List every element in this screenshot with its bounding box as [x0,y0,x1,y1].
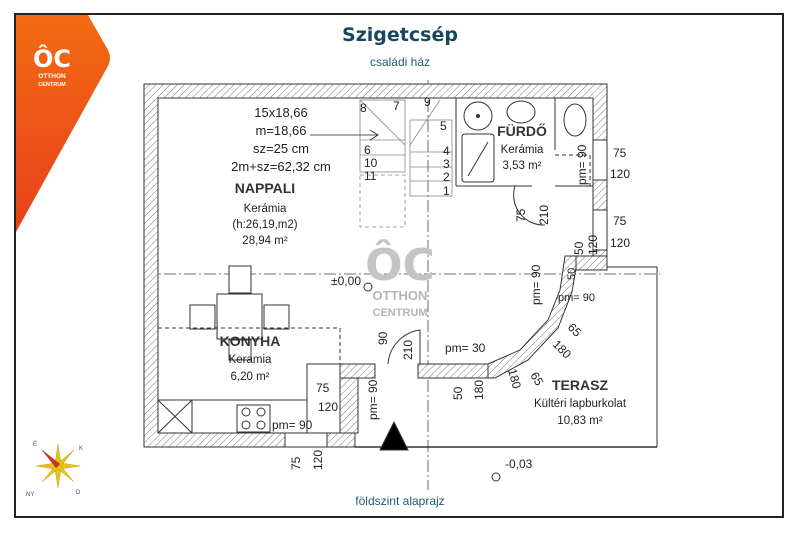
logo-line2: CENTRUM [38,82,66,88]
step-number: 4 [443,144,450,158]
page-title: Szigetcsép [342,24,458,46]
stair-spec-line: 15x18,66 [254,105,308,120]
room-label-terasz: TERASZ Kültéri lapburkolat 10,83 m² [534,377,627,427]
dimension-label: 65 [527,370,546,389]
level-marker-ground: ±0,00 [331,274,373,292]
dimension-label: 120 [311,450,325,470]
dimension-label: 75 [613,146,627,160]
furniture [157,100,591,451]
dimension-label: 65 [565,320,585,340]
dimension-label: 120 [318,400,338,414]
compass-north: É [33,441,37,448]
room-area: 10,83 m² [557,415,603,427]
room-name: NAPPALI [235,180,295,196]
stair-step-numbers: 1 2 3 4 5 6 7 8 9 10 11 [360,95,450,198]
dimension-label: 90 [376,331,390,345]
compass-rose-icon: É K D NY [26,441,83,498]
room-label-nappali: NAPPALI Kerámia (h:26,19,m2) 28,94 m² [232,180,297,247]
compass-west: NY [26,492,34,498]
dimension-label: 120 [610,167,630,181]
room-floor: Kerámia [501,144,544,156]
compass-south: D [76,490,81,496]
page-frame [14,13,784,518]
room-floor: Kerámia [244,203,287,215]
staircase [310,99,453,228]
watermark-line2: CENTRUM [373,307,428,319]
stair-spec-line: m=18,66 [256,123,307,138]
step-number: 2 [443,170,450,184]
dimension-label: 75 [514,208,528,222]
dimension-label: 50 [566,268,578,280]
dimension-label: 120 [586,235,600,255]
stair-spec-line: sz=25 cm [253,141,309,156]
dimension-label: 180 [550,337,574,361]
dimension-label: pm= 90 [272,418,313,432]
step-number: 10 [364,156,378,170]
dimension-labels: 75 120 75 120 75 120 pm= 90 pm= 30 pm= 9… [272,144,630,470]
dimension-label: 180 [472,380,486,400]
room-area: 6,20 m² [231,371,270,383]
logo-mark: ÔC [33,43,71,73]
room-name: FÜRDŐ [497,122,547,139]
dimension-label: pm= 90 [575,144,589,185]
dimension-label: pm= 30 [445,341,486,355]
watermark-mark: ÔC [365,238,435,291]
step-number: 9 [424,95,431,109]
brand-logo: ÔC OTTHON CENTRUM [16,15,110,232]
dimension-label: 210 [537,205,551,225]
dimension-label: 210 [401,340,415,360]
page-subtitle: családi ház [369,55,431,69]
room-label-furdo: FÜRDŐ Kerámia 3,53 m² [497,122,547,172]
room-area: 28,94 m² [242,235,288,247]
room-label-konyha: KONYHA Keramia 6,20 m² [220,333,281,383]
level-value: -0,03 [505,457,533,471]
dimension-label: pm= 90 [558,292,595,304]
dimension-label: pm= 90 [529,264,543,305]
room-note: (h:26,19,m2) [232,219,297,231]
plan-caption: földszint alaprajz [355,494,445,508]
room-name: TERASZ [552,377,608,393]
entrance-arrow-icon [379,420,409,451]
logo-line1: OTTHON [38,73,66,80]
step-number: 6 [364,143,371,157]
dimension-label: 75 [316,381,330,395]
room-floor: Kültéri lapburkolat [534,398,627,410]
compass-east: K [79,446,83,452]
level-value: ±0,00 [331,274,361,288]
dimension-label: 120 [610,236,630,250]
step-number: 7 [393,99,400,113]
dimension-label: 75 [613,214,627,228]
stair-spec: 15x18,66 m=18,66 sz=25 cm 2m+sz=62,32 cm [231,105,331,174]
room-floor: Keramia [229,354,272,366]
room-name: KONYHA [220,333,281,349]
room-area: 3,53 m² [503,160,542,172]
stair-spec-line: 2m+sz=62,32 cm [231,159,331,174]
step-number: 5 [440,119,447,133]
watermark-line1: OTTHON [373,288,428,303]
dimension-label: 180 [505,367,524,390]
step-number: 1 [443,184,450,198]
dimension-label: 50 [572,241,586,255]
dimension-label: 75 [289,456,303,470]
level-marker-outside: -0,03 [491,457,533,482]
step-number: 11 [364,169,377,183]
step-number: 8 [360,101,367,115]
dimension-label: 50 [451,386,465,400]
step-number: 3 [443,157,450,171]
watermark-logo: ÔC OTTHON CENTRUM [365,238,435,319]
dimension-label: pm= 90 [366,379,380,420]
